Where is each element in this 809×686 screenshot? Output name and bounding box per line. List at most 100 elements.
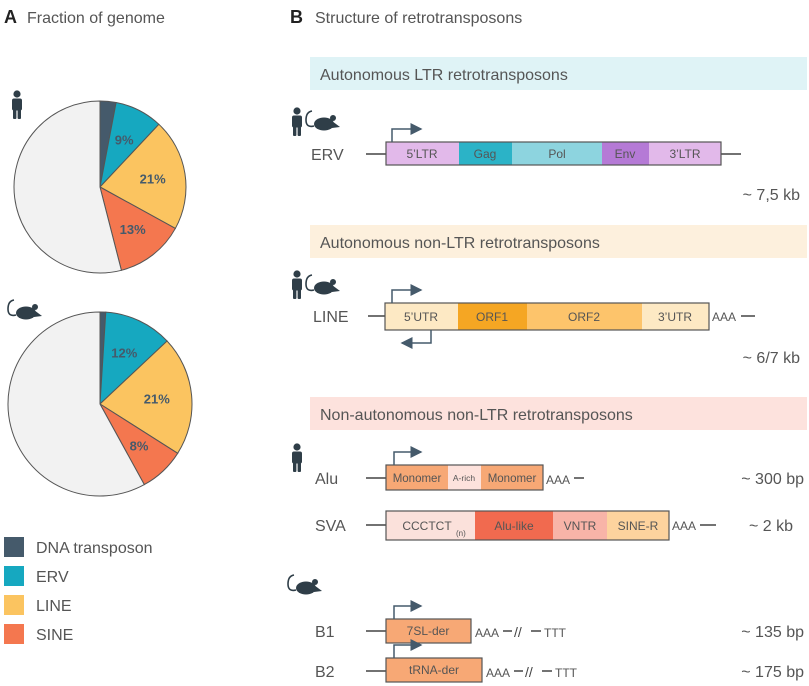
mouse-icon: [7, 299, 43, 321]
panel-b-letter: B: [290, 7, 303, 27]
segment-label: A-rich: [453, 473, 475, 483]
promoter-arrow-icon: [393, 600, 423, 619]
human-icon: [292, 443, 302, 472]
segment-label: Monomer: [393, 473, 442, 485]
pie-slice-label: 21%: [144, 392, 170, 407]
section-banner-nonltr: [310, 225, 807, 258]
segment-label: 5’LTR: [406, 147, 437, 161]
pie-slice: [7, 311, 146, 497]
legend-swatch-sine: [4, 624, 24, 644]
segment-3ltr: [649, 142, 721, 165]
erv-structure: 5’LTR Gag Pol Env 3’LTR: [385, 141, 722, 166]
pie-slice-label: 9%: [115, 132, 134, 147]
legend-swatch-line: [4, 595, 24, 615]
segment-vntr: [553, 511, 607, 540]
legend: DNA transposon ERV LINE SINE: [4, 537, 153, 644]
legend-label-sine: SINE: [36, 627, 73, 644]
break-mark: //: [525, 664, 533, 680]
segment-label: Env: [615, 147, 636, 161]
panel-a-letter: A: [4, 7, 17, 27]
segment-label: VNTR: [564, 519, 597, 533]
segment-trna-der: [385, 657, 483, 683]
mouse-icon: [287, 574, 323, 596]
element-name-line: LINE: [313, 309, 349, 326]
pie-slice: [99, 186, 177, 271]
alu-structure: Monomer A-rich Monomer: [385, 464, 544, 491]
segment-label: 3’UTR: [658, 310, 692, 324]
segment-ccctct: [386, 511, 475, 540]
segment-gag: [459, 142, 512, 165]
tsd-sequence: TTT: [544, 626, 567, 640]
element-size-line: ~ 6/7 kb: [743, 350, 800, 367]
element-size-erv: ~ 7,5 kb: [743, 187, 800, 204]
pie-slice-label: 13%: [120, 222, 146, 237]
segment-label: 3’LTR: [669, 147, 700, 161]
line-structure: 5’UTR ORF1 ORF2 3’UTR: [384, 302, 710, 331]
promoter-arrow-icon: [393, 639, 423, 658]
segment-label: ORF1: [476, 310, 508, 324]
segment-monomer-left: [386, 465, 448, 490]
segment-label: SINE-R: [618, 519, 659, 533]
break-mark: //: [514, 624, 522, 640]
segment-label: Monomer: [488, 473, 537, 485]
sva-structure: CCCTCT (n) Alu-like VNTR SINE-R: [385, 510, 670, 541]
element-name-b2: B2: [315, 664, 335, 681]
pie-slice: [99, 340, 193, 454]
polya-tail: AAA: [486, 666, 510, 680]
section-title-nonauto: Non-autonomous non-LTR retrotransposons: [320, 407, 633, 424]
segment-5utr: [385, 303, 458, 330]
segment-orf1: [458, 303, 527, 330]
segment-3utr: [642, 303, 709, 330]
element-size-b2: ~ 175 bp: [741, 664, 804, 681]
polya-tail: AAA: [546, 473, 570, 487]
tsd-sequence: TTT: [555, 666, 578, 680]
legend-label-erv: ERV: [36, 569, 69, 586]
human-icon: [12, 90, 22, 119]
element-name-sva: SVA: [315, 518, 346, 535]
section-title-nonltr: Autonomous non-LTR retrotransposons: [320, 235, 600, 252]
legend-label-line: LINE: [36, 598, 72, 615]
pie-slice: [13, 100, 122, 274]
segment-label: CCCTCT: [402, 519, 452, 533]
human-icon: [292, 107, 302, 136]
element-size-b1: ~ 135 bp: [741, 624, 804, 641]
promoter-arrow-icon: [393, 446, 423, 465]
polya-tail: AAA: [672, 519, 696, 533]
legend-swatch-erv: [4, 566, 24, 586]
segment-label: Pol: [548, 147, 565, 161]
pie-slice: [99, 123, 187, 230]
panel-a-title: Fraction of genome: [27, 10, 165, 27]
segment-label: ORF2: [568, 310, 600, 324]
segment-label: tRNA-der: [409, 663, 459, 677]
segment-env: [602, 142, 649, 165]
segment-7sl-der: [385, 618, 472, 644]
antisense-promoter-arrow-icon: [400, 330, 432, 349]
segment-5ltr: [386, 142, 459, 165]
pie-chart-human: 9%21%13%: [13, 100, 187, 274]
segment-pol: [512, 142, 602, 165]
panel-b-title: Structure of retrotransposons: [315, 10, 522, 27]
element-size-alu: ~ 300 bp: [741, 471, 804, 488]
human-icon: [292, 270, 302, 299]
segment-a-rich: [448, 465, 481, 490]
segment-alu-like: [475, 511, 553, 540]
polya-tail: AAA: [712, 310, 736, 324]
segment-label: Gag: [474, 147, 497, 161]
segment-sine-r: [607, 511, 669, 540]
section-banner-ltr: [310, 57, 807, 90]
legend-swatch-dna-transposon: [4, 537, 24, 557]
section-title-ltr: Autonomous LTR retrotransposons: [320, 67, 568, 84]
pie-slice-label: 8%: [130, 439, 149, 454]
section-banner-nonauto: [310, 397, 807, 430]
promoter-arrow-icon: [391, 123, 423, 142]
segment-label: 7SL-der: [407, 624, 450, 638]
segment-label-subscript: (n): [456, 529, 466, 538]
element-name-erv: ERV: [311, 147, 344, 164]
pie-slice-label: 12%: [111, 345, 137, 360]
segment-label: Alu-like: [494, 519, 534, 533]
pie-slice: [99, 311, 168, 406]
legend-label-dna-transposon: DNA transposon: [36, 540, 153, 557]
mouse-icon: [305, 274, 341, 296]
segment-label: 5’UTR: [404, 310, 438, 324]
